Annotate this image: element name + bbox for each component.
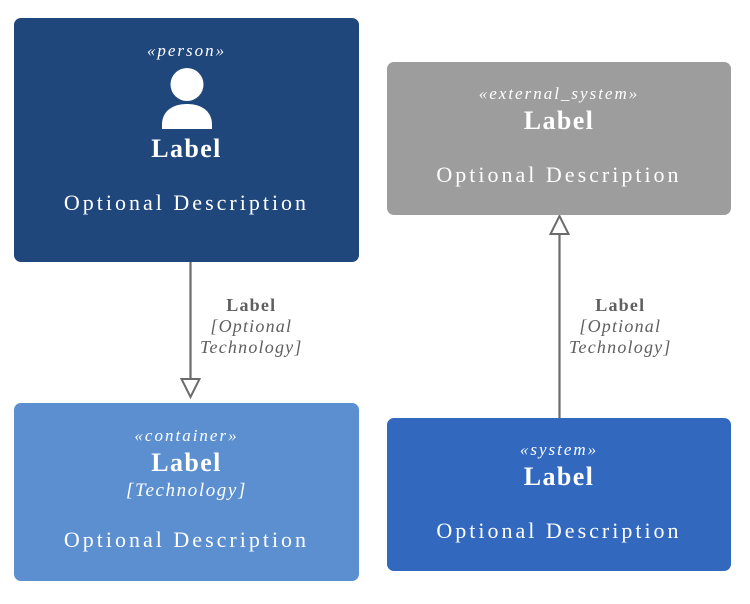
node-container-label: Label [151, 448, 222, 477]
edge-label-system-to-external-system-tech-line-2: Technology] [569, 336, 672, 357]
node-person-description: Optional Description [63, 190, 310, 215]
edge-label-person-to-container-title: Label [226, 295, 277, 315]
edge-label-person-to-container: Label [Optional Technology] [200, 295, 303, 358]
node-external-system[interactable]: «external_system» Label Optional Descrip… [387, 62, 731, 215]
edge-label-system-to-external-system: Label [Optional Technology] [569, 295, 672, 358]
edge-label-system-to-external-system-tech-line-1: [Optional [579, 315, 662, 336]
node-system-description: Optional Description [436, 518, 682, 543]
node-container-description: Optional Description [63, 527, 310, 552]
person-icon [153, 67, 221, 129]
edge-label-system-to-external-system-title: Label [595, 295, 646, 315]
edge-person-to-container [179, 262, 202, 400]
node-container-technology: [Technology] [126, 480, 247, 501]
node-external-system-stereotype: «external_system» [478, 84, 640, 103]
node-person-stereotype: «person» [146, 41, 227, 60]
node-person-label: Label [151, 134, 222, 163]
node-external-system-description: Optional Description [436, 162, 682, 187]
node-system-stereotype: «system» [519, 440, 599, 459]
edge-label-person-to-container-tech-line-2: Technology] [200, 336, 303, 357]
node-external-system-label: Label [523, 106, 595, 135]
node-person[interactable]: «person» Label Optional Description [14, 18, 359, 262]
node-system[interactable]: «system» Label Optional Description [387, 418, 731, 571]
node-container[interactable]: «container» Label [Technology] Optional … [14, 403, 359, 581]
edge-system-to-external-system [548, 213, 571, 418]
arrowhead-down-icon [179, 378, 202, 400]
node-container-stereotype: «container» [134, 426, 239, 445]
edge-label-person-to-container-tech-line-1: [Optional [210, 315, 293, 336]
arrowhead-up-icon [548, 213, 571, 235]
node-system-label: Label [523, 462, 595, 491]
